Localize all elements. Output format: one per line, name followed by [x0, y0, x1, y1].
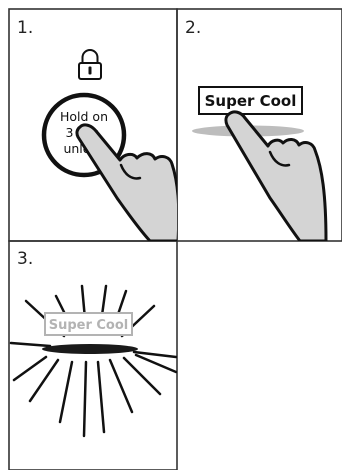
super-cool-label: Super Cool — [205, 92, 297, 110]
pointing-hand-icon — [77, 125, 179, 241]
panel-1-step-number: 1. — [17, 18, 33, 38]
panel-3: 3. Super Cool — [11, 249, 176, 436]
panel-3-step-number: 3. — [17, 249, 33, 269]
button-shadow — [42, 344, 138, 354]
super-cool-label: Super Cool — [49, 318, 129, 333]
super-cool-button[interactable]: Super Cool — [199, 87, 302, 114]
panel-1: 1. Hold on 3 sec. unlock — [17, 18, 179, 241]
panel-2-step-number: 2. — [185, 18, 201, 38]
super-cool-button-faded: Super Cool — [45, 313, 132, 335]
light-burst-icon — [11, 286, 176, 436]
panel-2: 2. Super Cool — [185, 18, 326, 241]
panel-3-frame — [9, 241, 177, 470]
button-line-1: Hold on — [60, 109, 108, 124]
lock-icon — [79, 50, 101, 79]
